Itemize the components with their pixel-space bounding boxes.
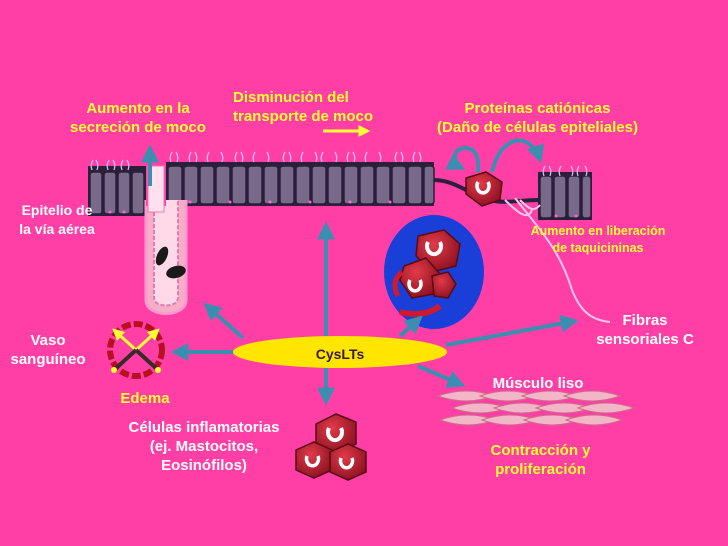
airway-epithelium-line1: Epitelio de [21, 202, 93, 218]
blood-vessel-line2: sanguíneo [10, 351, 86, 368]
edema-label: Edema [120, 390, 170, 407]
airway-epithelium-line2: la vía aérea [19, 221, 95, 237]
effect-arrows [141, 138, 579, 406]
contraction-line2: proliferación [495, 461, 586, 478]
blood-vessel [107, 321, 165, 379]
cationic-proteins-line2: (Daño de células epiteliales) [437, 119, 638, 136]
sensory-fibers-line2: sensoriales C [596, 331, 694, 348]
smooth-muscle [436, 390, 636, 426]
mucus-transport-label: Disminución del transporte de moco [233, 88, 408, 126]
mucus-secretion-line1: Aumento en la [86, 100, 190, 117]
mucus-secretion-line2: secreción de moco [70, 119, 206, 136]
inflammatory-cells-label: Células inflamatorias (ej. Mastocitos, E… [108, 418, 300, 475]
tachykinin-release-line2: de taquicininas [552, 241, 644, 255]
mucus-transport-line1: Disminución del [233, 89, 349, 106]
tachykinin-release-label: Aumento en liberación de taquicininas [518, 223, 678, 257]
inflammatory-cells-blue-cluster [384, 215, 484, 329]
contraction-label: Contracción y proliferación [468, 441, 613, 479]
inflammatory-cells-line3: Eosinófilos) [161, 457, 247, 474]
inflammatory-cells-line1: Células inflamatorias [128, 419, 280, 436]
mucus-secretion-label: Aumento en la secreción de moco [48, 99, 228, 137]
inflammatory-cells-bottom [295, 413, 367, 481]
airway-epithelium [88, 151, 592, 220]
eosinophil-at-epithelium [465, 171, 503, 207]
airway-epithelium-label: Epitelio de la vía aérea [6, 201, 108, 239]
cationic-proteins-line1: Proteínas catiónicas [464, 100, 611, 117]
tachykinin-release-line1: Aumento en liberación [530, 224, 666, 238]
blood-vessel-line1: Vaso [30, 332, 66, 349]
sensory-fibers-line1: Fibras [622, 312, 668, 329]
inflammatory-cells-line2: (ej. Mastocitos, [149, 438, 259, 455]
center-label: CysLTs [315, 346, 365, 362]
blood-vessel-label: Vaso sanguíneo [0, 331, 96, 369]
mucus-transport-line2: transporte de moco [233, 108, 374, 125]
cationic-proteins-label: Proteínas catiónicas (Daño de células ep… [410, 99, 665, 137]
sensory-c-fibers [504, 197, 611, 323]
cysLTs-node [233, 336, 447, 368]
smooth-muscle-label: Músculo liso [492, 375, 584, 392]
sensory-fibers-label: Fibras sensoriales C [580, 311, 710, 349]
contraction-line1: Contracción y [490, 442, 591, 459]
mucus-gland [144, 162, 188, 315]
